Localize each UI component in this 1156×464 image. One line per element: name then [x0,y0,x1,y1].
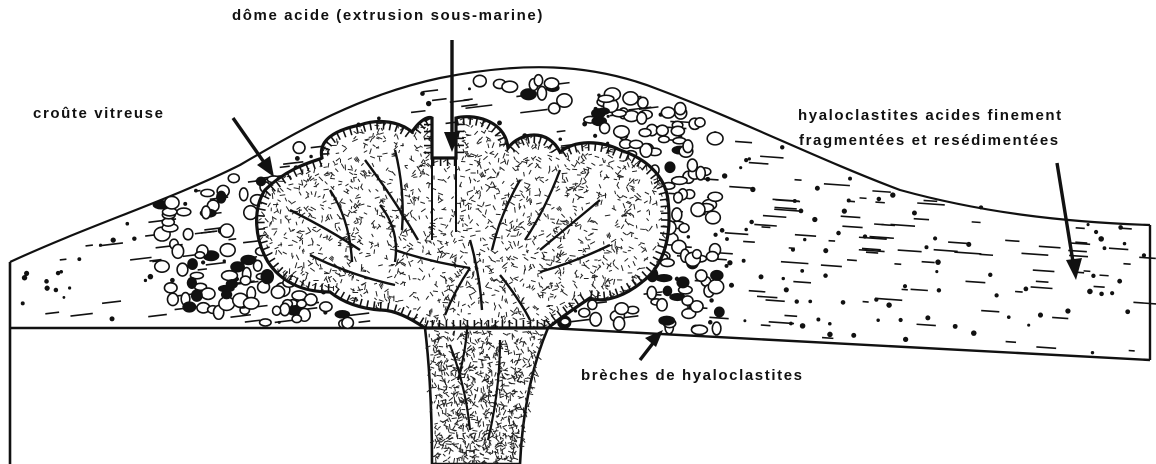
label-acid-dome: dôme acide (extrusion sous-marine) [232,6,544,26]
label-glassy-crust: croûte vitreuse [33,104,165,124]
basal-surface-line [10,328,1150,360]
label-breccia: brèches de hyaloclastites [581,366,804,386]
arrow-dome [444,40,460,152]
arrow-glassy-crust [233,118,274,177]
label-fine-hyaloclastites-line1: hyaloclastites acides finement [798,106,1063,126]
label-fine-hyaloclastites-line2: fragmentées et resédimentées [799,131,1060,151]
